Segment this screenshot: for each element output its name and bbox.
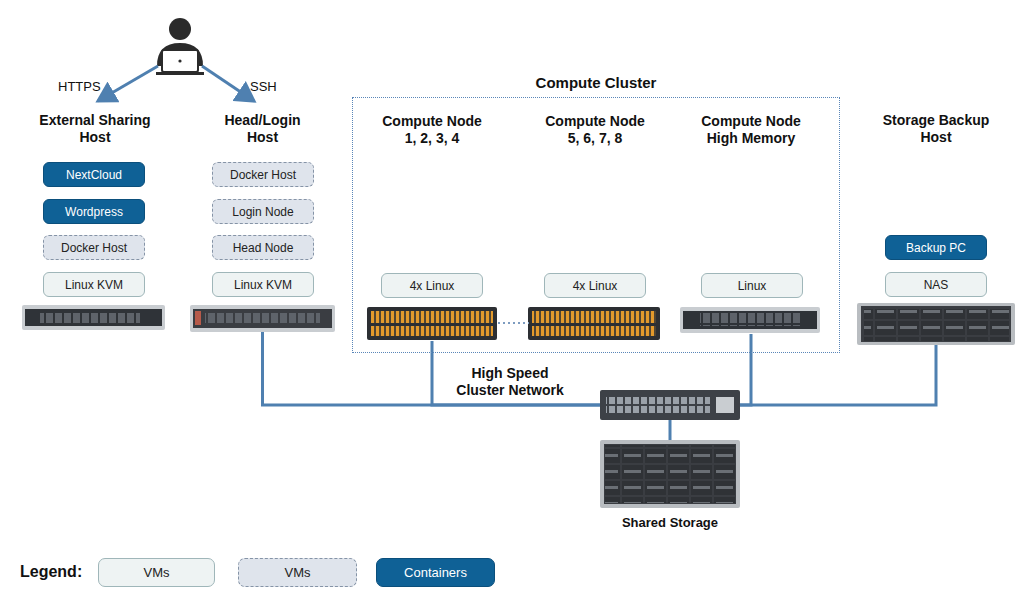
- host-heading: Storage Backup Host: [875, 112, 997, 146]
- vm-box: Linux KVM: [212, 272, 314, 297]
- host-column: Compute Node High MemoryLinux: [681, 113, 821, 334]
- legend-swatch: Containers: [376, 558, 495, 587]
- vm-box-dashed: Login Node: [212, 199, 314, 224]
- host-heading: Head/Login Host: [215, 112, 310, 146]
- legend-swatch: VMs: [238, 558, 357, 587]
- container-box: Backup PC: [885, 235, 987, 260]
- network-switch-node: High Speed Cluster Network: [600, 390, 740, 420]
- box-label: Linux KVM: [234, 278, 292, 292]
- storage-label: Shared Storage: [600, 515, 740, 531]
- protocol-label: HTTPS: [58, 79, 101, 94]
- server-nas: [857, 303, 1015, 345]
- host-heading: Compute Node High Memory: [690, 113, 812, 147]
- network-label: High Speed Cluster Network: [450, 365, 570, 399]
- container-box: NextCloud: [43, 162, 145, 187]
- host-heading: Compute Node 1, 2, 3, 4: [376, 113, 488, 147]
- cluster-group: Compute ClusterCompute Node 1, 2, 3, 44x…: [352, 97, 840, 353]
- box-label: Linux: [738, 279, 767, 293]
- box-label: Wordpress: [65, 205, 123, 219]
- storage-array: [600, 440, 740, 508]
- box-label: Linux KVM: [65, 278, 123, 292]
- vm-box: 4x Linux: [381, 273, 483, 298]
- host-column: Compute Node 1, 2, 3, 4 4x Linux: [366, 113, 498, 341]
- access-arrow: [202, 66, 254, 101]
- vm-box-dashed: Head Node: [212, 235, 314, 260]
- box-label: Head Node: [233, 241, 294, 255]
- box-label: Docker Host: [61, 241, 127, 255]
- box-label: 4x Linux: [410, 279, 455, 293]
- box-label: Backup PC: [906, 241, 966, 255]
- vm-box: 4x Linux: [544, 273, 646, 298]
- legend-title: Legend:: [20, 563, 82, 581]
- vm-box: Linux KVM: [43, 272, 145, 297]
- legend-text: Containers: [404, 565, 467, 580]
- box-label: Docker Host: [230, 168, 296, 182]
- interconnect-link: [498, 322, 529, 324]
- server-2u: [367, 307, 497, 340]
- group-title: Compute Cluster: [486, 74, 706, 92]
- legend-text: VMs: [144, 565, 170, 580]
- user-icon: [156, 18, 204, 75]
- protocol-label: SSH: [250, 79, 277, 94]
- network-link: [432, 341, 600, 405]
- host-heading: External Sharing Host: [30, 112, 160, 146]
- vm-box: NAS: [885, 272, 987, 297]
- shared-storage-node: Shared Storage: [600, 440, 740, 508]
- host-column: Compute Node 5, 6, 7, 8 4x Linux: [529, 113, 661, 341]
- box-label: NAS: [924, 278, 949, 292]
- legend-text: VMs: [285, 565, 311, 580]
- server-1u: [190, 305, 335, 332]
- access-arrow: [98, 66, 158, 101]
- box-label: NextCloud: [66, 168, 122, 182]
- host-column: External Sharing HostNextCloudWordpressD…: [20, 112, 170, 332]
- vm-box-dashed: Docker Host: [212, 162, 314, 187]
- vm-box: Linux: [701, 273, 803, 298]
- host-heading: Compute Node 5, 6, 7, 8: [539, 113, 651, 147]
- host-column: Storage Backup HostBackup PC NAS: [857, 112, 1015, 345]
- network-switch: [600, 390, 740, 420]
- container-box: Wordpress: [43, 199, 145, 224]
- network-link: [740, 334, 751, 405]
- box-label: Login Node: [232, 205, 293, 219]
- vm-box-dashed: Docker Host: [43, 235, 145, 260]
- box-label: 4x Linux: [573, 279, 618, 293]
- server-1u: [680, 307, 820, 333]
- network-link: [740, 345, 936, 405]
- network-link: [669, 420, 672, 440]
- server-1u: [22, 305, 165, 330]
- host-column: Head/Login HostDocker HostLogin NodeHead…: [190, 112, 335, 332]
- server-2u: [528, 307, 660, 340]
- network-link: [263, 332, 601, 405]
- legend-swatch: VMs: [98, 558, 215, 587]
